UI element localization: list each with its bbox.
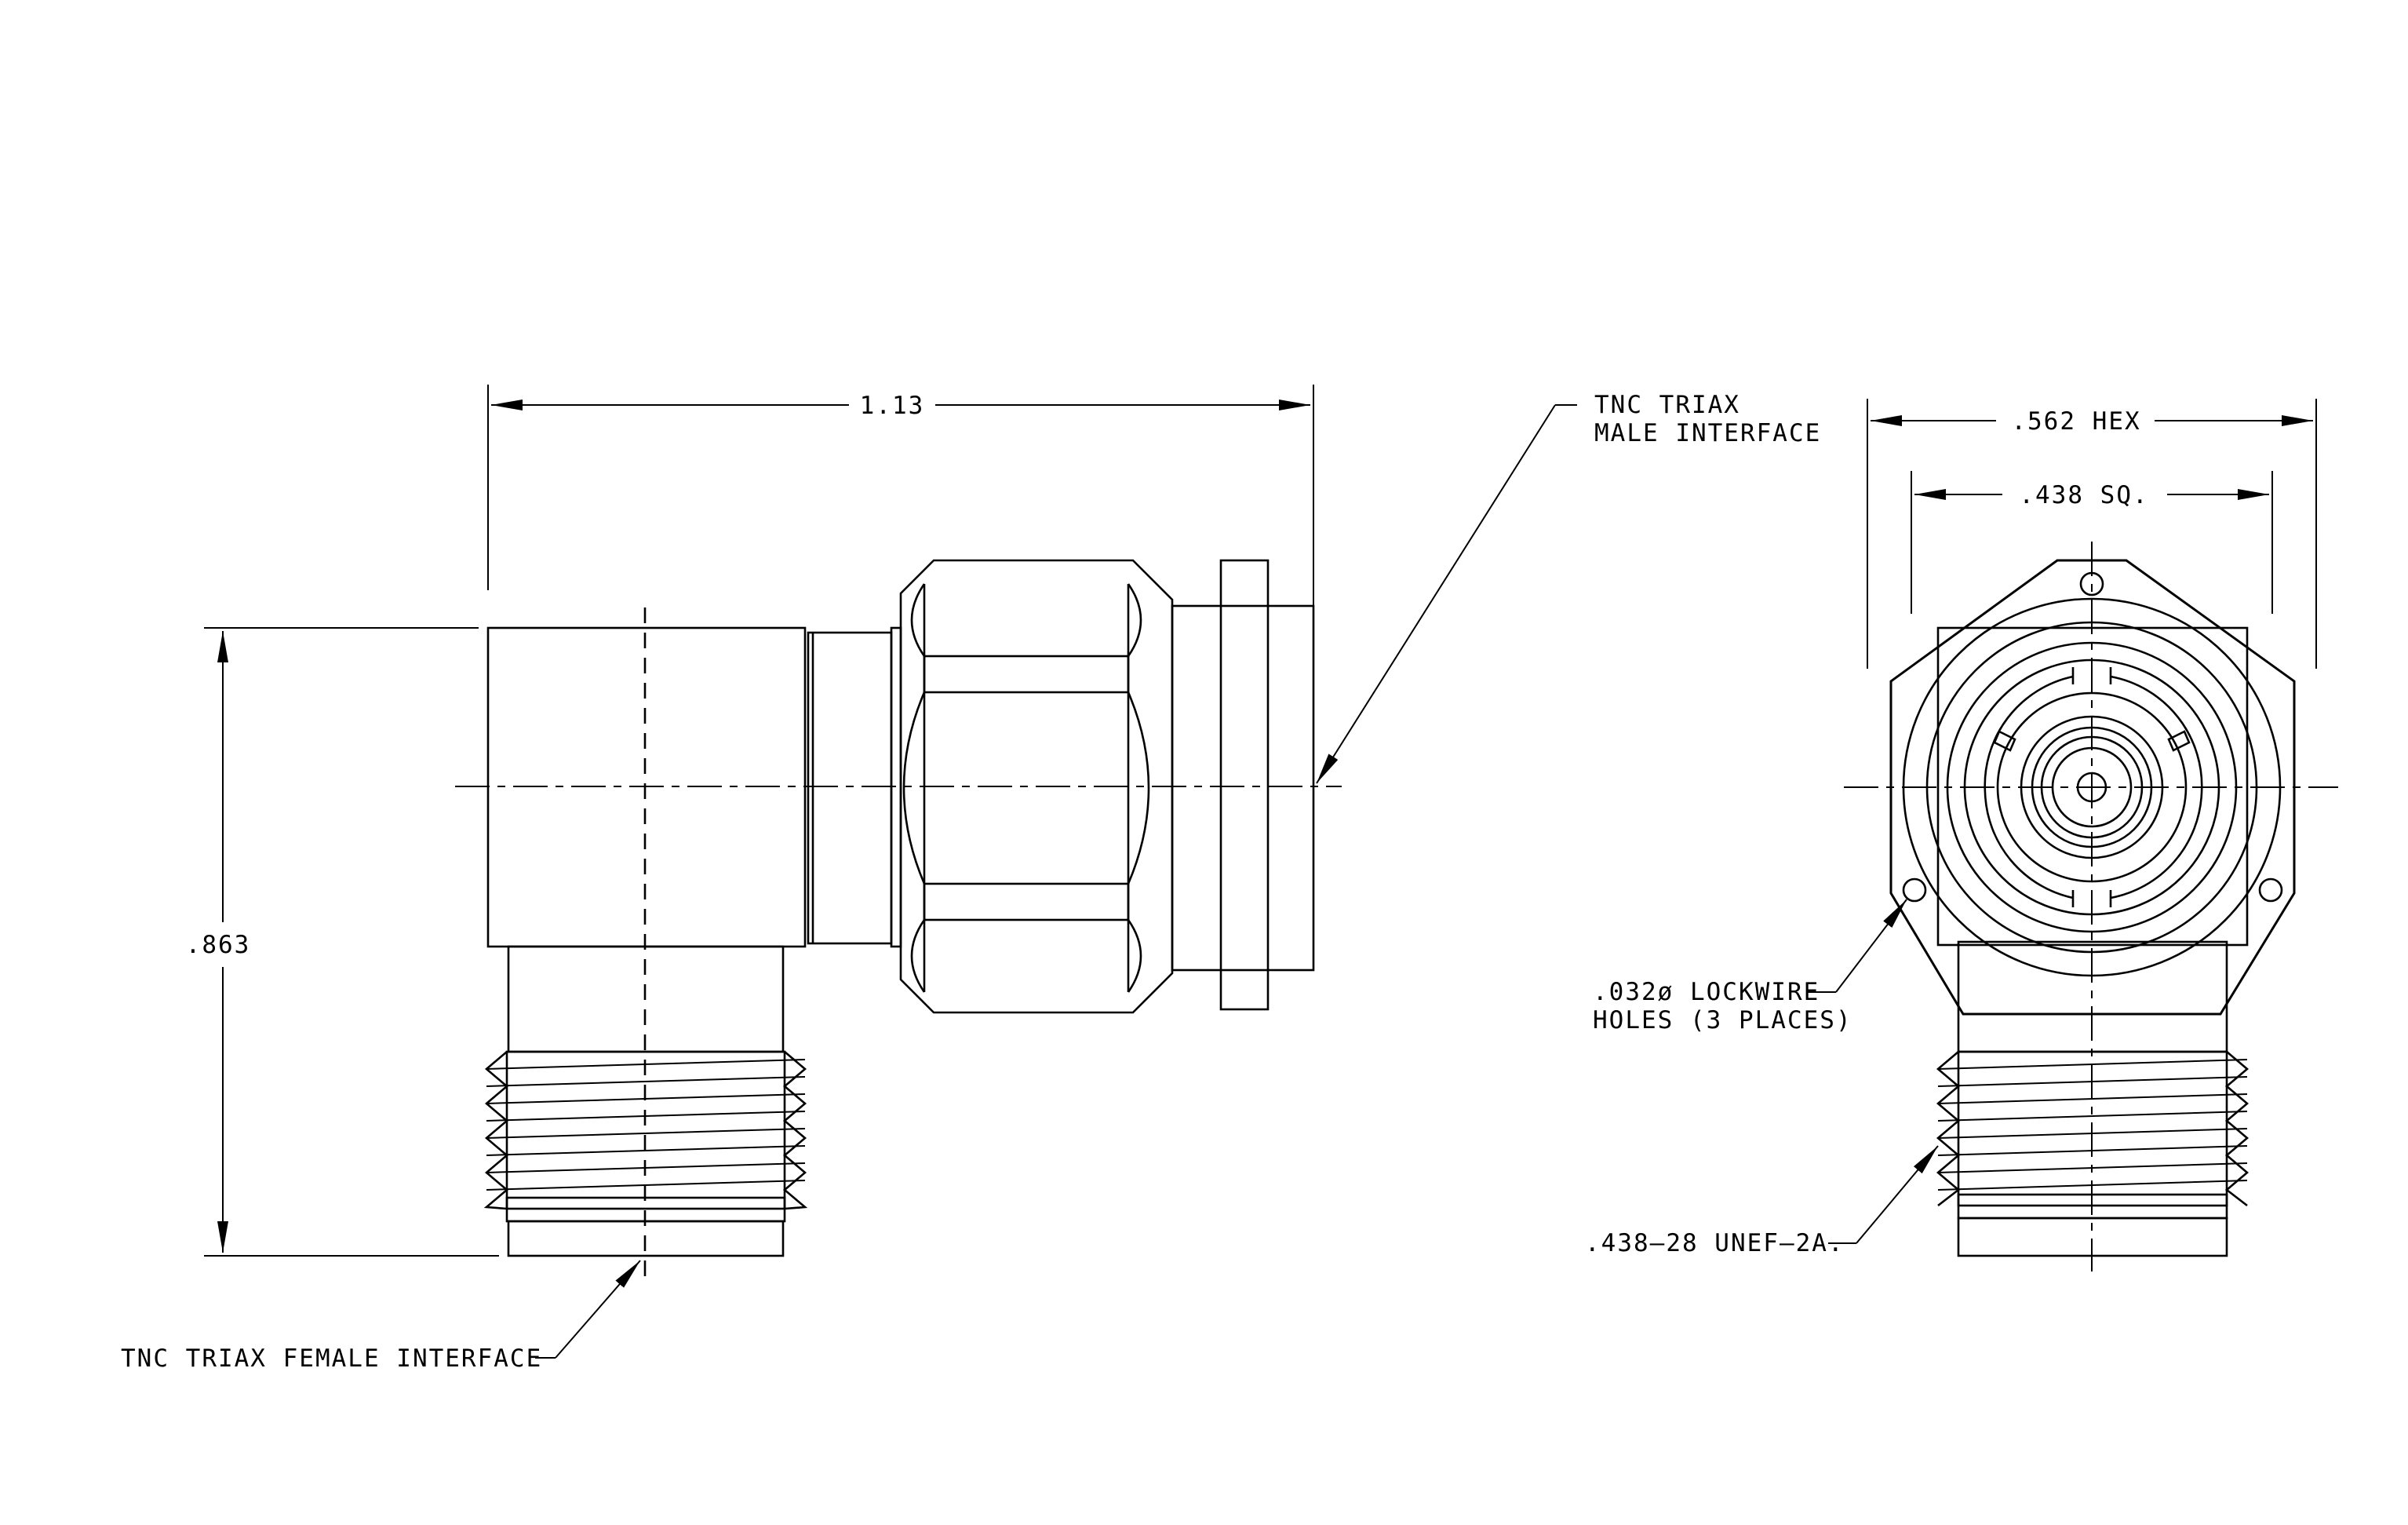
hex-outline [1889,559,2296,1016]
callout-male-interface-line2: MALE INTERFACE [1594,419,1821,447]
dimension-square: .438 SQ. [1911,471,2273,614]
end-view: .562 HEX .438 SQ. .032ø LOCKWIRE HOLES (… [1585,399,2338,1271]
callout-thread-spec-label: .438–28 UNEF–2A. [1585,1229,1845,1257]
retention-fingers [1984,667,2203,907]
male-interface-body [1171,604,1315,972]
callout-male-interface-line1: TNC TRIAX [1594,391,1740,419]
dimension-label-square: .438 SQ. [2019,481,2148,509]
callout-lockwire-line1: .032ø LOCKWIRE [1593,978,1820,1006]
body-neck [807,631,893,945]
callout-thread-spec: .438–28 UNEF–2A. [1585,1145,1939,1257]
callout-lockwire: .032ø LOCKWIRE HOLES (3 PLACES) [1593,899,1907,1034]
lockwire-hole-left [1902,877,1927,903]
callout-lockwire-line2: HOLES (3 PLACES) [1593,1006,1852,1034]
dimension-overall-length: 1.13 [487,385,1314,785]
side-view: 1.13 .863 TNC TRIAX MALE INTERFACE TNC T… [121,385,1821,1373]
callout-female-interface-label: TNC TRIAX FEMALE INTERFACE [121,1344,542,1373]
flange [1219,559,1270,1011]
lockwire-hole-right [2258,877,2283,903]
dimension-label-overall-height: .863 [186,931,251,959]
dimension-label-overall-length: 1.13 [860,392,925,420]
callout-female-interface: TNC TRIAX FEMALE INTERFACE [121,1260,641,1373]
dimension-overall-height: .863 [186,627,499,1257]
dimension-label-hex: .562 HEX [2011,407,2140,436]
thread-section [483,1050,808,1210]
dimension-hex: .562 HEX [1867,399,2317,669]
coupling-nut [899,559,1174,1014]
callout-male-interface: TNC TRIAX MALE INTERFACE [1316,391,1821,784]
